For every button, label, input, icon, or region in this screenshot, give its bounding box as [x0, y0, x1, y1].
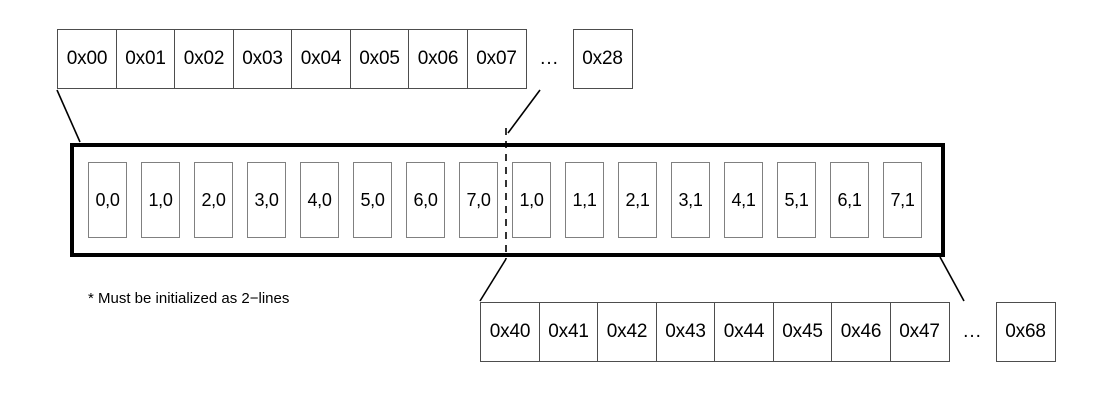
- address-cell: 0x00: [57, 29, 117, 89]
- address-cell: 0x02: [174, 29, 234, 89]
- cache-line-cell: 3,0: [247, 162, 286, 238]
- cache-line-cell: 1,1: [565, 162, 604, 238]
- address-cell: 0x43: [655, 302, 716, 362]
- footnote-text: * Must be initialized as 2−lines: [88, 290, 290, 307]
- range-ellipsis: ...: [540, 48, 559, 69]
- address-cell: 0x07: [466, 29, 527, 89]
- range-ellipsis: ...: [963, 321, 982, 342]
- address-cell: 0x47: [889, 302, 950, 362]
- connector-line-lower-left: [479, 258, 507, 302]
- cache-line-cell: 6,1: [830, 162, 869, 238]
- connector-line-upper-left: [56, 89, 81, 143]
- cache-line-cell: 1,0: [141, 162, 180, 238]
- cache-line-cell: 5,0: [353, 162, 392, 238]
- address-cell: 0x04: [291, 29, 351, 89]
- cache-line-cell: 2,1: [618, 162, 657, 238]
- cache-line-cells: 0,0 1,0 2,0 3,0 4,0 5,0 6,0 7,0 1,0 1,1 …: [88, 162, 922, 238]
- cache-line-cell: 3,1: [671, 162, 710, 238]
- address-cell: 0x06: [408, 29, 468, 89]
- cache-line-cell: 7,1: [883, 162, 922, 238]
- address-cell-tail: 0x28: [572, 29, 633, 89]
- cache-line-cell: 5,1: [777, 162, 816, 238]
- address-cell: 0x01: [115, 29, 176, 89]
- cache-line-cell: 7,0: [459, 162, 498, 238]
- address-cell: 0x40: [480, 302, 540, 362]
- address-cell: 0x03: [232, 29, 293, 89]
- cache-line-cell: 2,0: [194, 162, 233, 238]
- address-cell: 0x41: [538, 302, 599, 362]
- address-cell: 0x45: [772, 302, 833, 362]
- address-cell: 0x42: [597, 302, 657, 362]
- address-cell: 0x05: [349, 29, 410, 89]
- cache-line-cell: 1,0: [512, 162, 551, 238]
- address-cell: 0x44: [714, 302, 774, 362]
- connector-line-upper-right: [507, 89, 541, 134]
- upper-address-range: 0x00 0x01 0x02 0x03 0x04 0x05 0x06 0x07 …: [57, 29, 633, 89]
- lower-address-range: 0x40 0x41 0x42 0x43 0x44 0x45 0x46 0x47 …: [480, 302, 1056, 362]
- cache-line-container: 0,0 1,0 2,0 3,0 4,0 5,0 6,0 7,0 1,0 1,1 …: [70, 143, 945, 257]
- address-cell: 0x46: [831, 302, 891, 362]
- cache-line-cell: 6,0: [406, 162, 445, 238]
- connector-line-lower-right: [939, 256, 965, 302]
- cache-line-cell: 4,1: [724, 162, 763, 238]
- cache-line-cell: 0,0: [88, 162, 127, 238]
- address-cell-tail: 0x68: [995, 302, 1056, 362]
- cache-line-cell: 4,0: [300, 162, 339, 238]
